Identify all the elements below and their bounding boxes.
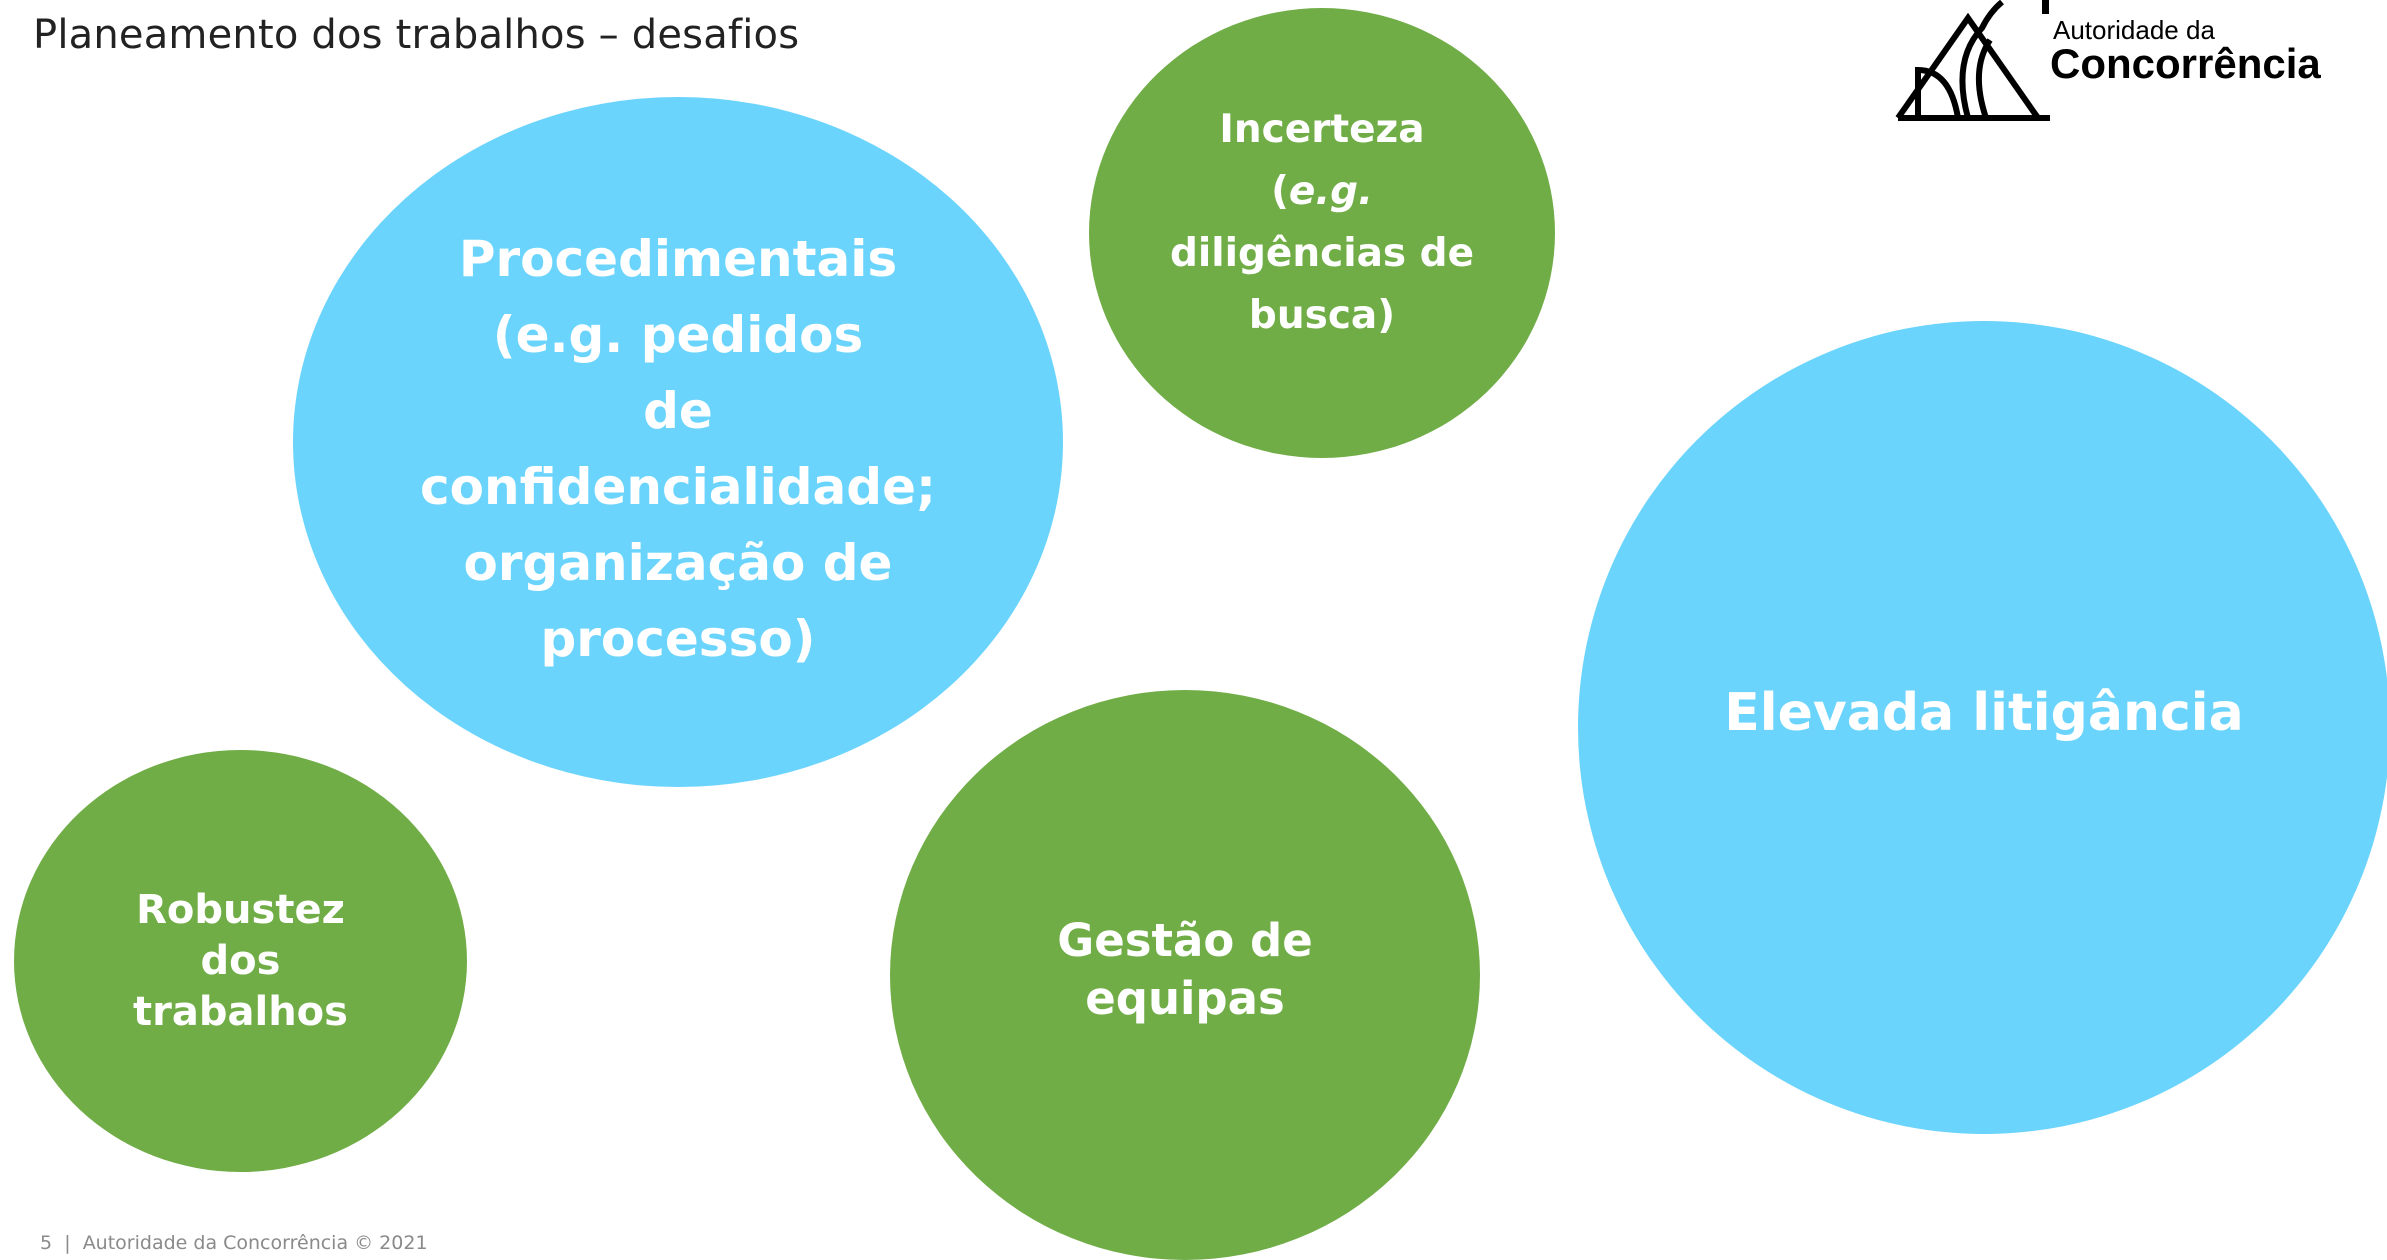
bubble-incerteza: Incerteza (e.g. diligências de busca) xyxy=(1089,8,1555,458)
slide-footer: 5 | Autoridade da Concorrência © 2021 xyxy=(40,1232,428,1254)
logo-small-text: Autoridade da xyxy=(2053,15,2215,45)
bubble-robustez: Robustez dos trabalhos xyxy=(14,750,467,1172)
autoridade-da-concorrencia-logo: Autoridade da Concorrência xyxy=(1890,0,2330,130)
bubble-incerteza-label: Incerteza (e.g. diligências de busca) xyxy=(1170,99,1474,367)
bubble-procedimentais-label: Procedimentais (e.g. pedidos de confiden… xyxy=(420,230,936,668)
bubble-robustez-label: Robustez dos trabalhos xyxy=(133,886,348,1035)
bubble-elevada-litigancia-label: Elevada litigância xyxy=(1724,682,2244,743)
slide-title: Planeamento dos trabalhos – desafios xyxy=(33,12,800,58)
incerteza-title: Incerteza xyxy=(1219,107,1425,152)
bubble-procedimentais: Procedimentais (e.g. pedidos de confiden… xyxy=(293,97,1063,787)
incerteza-rest: diligências de busca) xyxy=(1169,231,1475,338)
footer-separator: | xyxy=(64,1232,71,1254)
bubble-elevada-litigancia: Elevada litigância xyxy=(1578,321,2387,1134)
logo-big-text: Concorrência xyxy=(2050,40,2321,87)
bubble-gestao-de-equipas: Gestão de equipas xyxy=(890,690,1480,1260)
incerteza-paren: ( xyxy=(1271,169,1289,214)
footer-text: Autoridade da Concorrência © 2021 xyxy=(82,1232,428,1254)
logo-mark-icon xyxy=(1895,0,2050,121)
bubble-gestao-label: Gestão de equipas xyxy=(1057,914,1313,1025)
incerteza-eg: e.g. xyxy=(1288,169,1373,214)
page-number: 5 xyxy=(40,1232,53,1254)
